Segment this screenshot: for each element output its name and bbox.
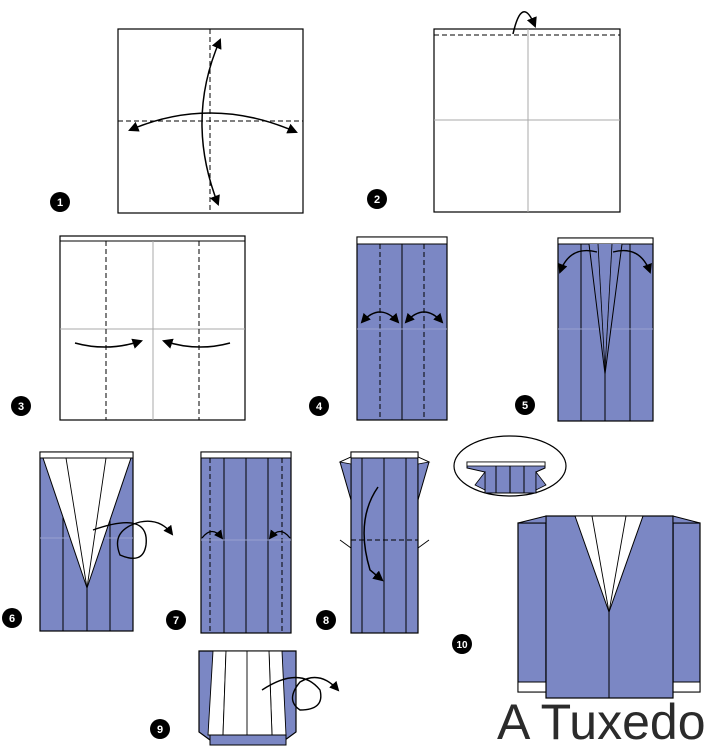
step-10-tuxedo (517, 515, 701, 699)
step-6-diagram (39, 451, 174, 632)
step-7-diagram (200, 451, 292, 634)
step-3-diagram (59, 235, 246, 421)
svg-text:3: 3 (18, 401, 24, 413)
svg-text:2: 2 (374, 194, 380, 206)
step-5-diagram (557, 237, 654, 422)
step-number-9: 9 (150, 719, 170, 739)
step-number-4: 4 (309, 396, 329, 416)
step-9-diagram (198, 650, 340, 746)
step-number-6: 6 (2, 608, 22, 628)
step-8-diagram (338, 451, 431, 634)
step-number-2: 2 (367, 189, 387, 209)
step-number-8: 8 (316, 610, 336, 630)
svg-text:7: 7 (173, 615, 179, 627)
svg-text:5: 5 (522, 400, 528, 412)
step-number-7: 7 (166, 610, 186, 630)
step-number-5: 5 (515, 395, 535, 415)
step-number-1: 1 (50, 192, 70, 212)
step-8-detail-inset (453, 435, 567, 497)
svg-text:8: 8 (323, 615, 329, 627)
diagram-title: A Tuxedo (497, 694, 706, 750)
step-4-diagram (356, 236, 448, 421)
step-number-10: 10 (452, 634, 472, 654)
svg-text:6: 6 (9, 613, 15, 625)
svg-text:1: 1 (57, 197, 63, 209)
svg-text:9: 9 (157, 724, 163, 736)
svg-text:10: 10 (456, 640, 468, 651)
svg-text:4: 4 (316, 401, 323, 413)
step-2-diagram (433, 11, 621, 213)
step-1-diagram (117, 28, 304, 214)
step-number-3: 3 (11, 396, 31, 416)
